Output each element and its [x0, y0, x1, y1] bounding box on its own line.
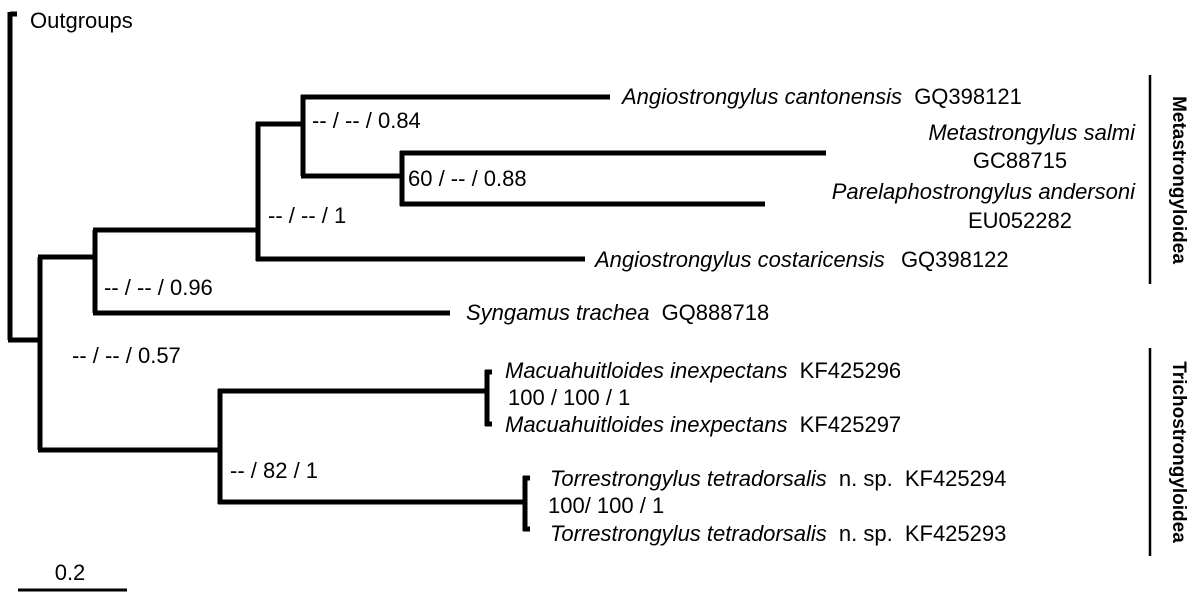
taxon-name: Macuahuitloides inexpectans	[505, 412, 788, 437]
support-value: -- / -- / 0.57	[72, 343, 181, 368]
support-value: 100/ 100 / 1	[548, 493, 664, 518]
taxon-name: Torrestrongylus tetradorsalis	[550, 521, 827, 546]
taxon-accession: GC88715	[973, 148, 1067, 173]
taxon-name: Macuahuitloides inexpectans	[505, 358, 788, 383]
taxon-accession: KF425293	[905, 521, 1007, 546]
taxon-label: Angiostrongylus cantonensis GQ398121	[620, 84, 1022, 109]
taxon-accession: KF425296	[800, 358, 902, 383]
taxon-label: Metastrongylus salmi	[928, 120, 1136, 145]
taxon-label: Parelaphostrongylus andersoni	[832, 179, 1136, 204]
taxon-accession: KF425294	[905, 466, 1007, 491]
taxon-label: Syngamus trachea GQ888718	[466, 300, 769, 325]
taxon-label: Macuahuitloides inexpectans KF425297	[505, 412, 901, 437]
taxon-label: Torrestrongylus tetradorsalis n. sp. KF4…	[550, 521, 1006, 546]
support-value: -- / -- / 1	[268, 203, 346, 228]
support-value: -- / 82 / 1	[230, 458, 318, 483]
taxon-accession: GQ398121	[914, 84, 1022, 109]
taxon-accession: KF425297	[800, 412, 902, 437]
taxon-name: Angiostrongylus cantonensis	[620, 84, 902, 109]
taxon-accession: GQ398122	[901, 247, 1009, 272]
taxon-name: Torrestrongylus tetradorsalis	[550, 466, 827, 491]
taxon-qualifier: n. sp.	[839, 521, 893, 546]
taxon-accession: GQ888718	[662, 300, 770, 325]
taxon-name: Syngamus trachea	[466, 300, 649, 325]
group-label-metastrongyloidea: Metastrongyloidea	[1168, 96, 1189, 264]
taxon-accession: EU052282	[968, 208, 1072, 233]
taxon-qualifier: n. sp.	[839, 466, 893, 491]
taxon-name: Angiostrongylus costaricensis	[593, 247, 885, 272]
support-value: 60 / -- / 0.88	[408, 166, 527, 191]
taxon-label: Macuahuitloides inexpectans KF425296	[505, 358, 901, 383]
scale-bar-label: 0.2	[55, 560, 86, 585]
support-value: 100 / 100 / 1	[508, 385, 630, 410]
outgroup-label: Outgroups	[30, 8, 133, 33]
support-value: -- / -- / 0.96	[104, 275, 213, 300]
support-value: -- / -- / 0.84	[312, 108, 421, 133]
taxon-label: Torrestrongylus tetradorsalis n. sp. KF4…	[550, 466, 1006, 491]
taxon-label: Angiostrongylus costaricensis GQ398122	[593, 247, 1009, 272]
group-label-trichostrongyloidea: Trichostrongyloidea	[1168, 361, 1189, 543]
